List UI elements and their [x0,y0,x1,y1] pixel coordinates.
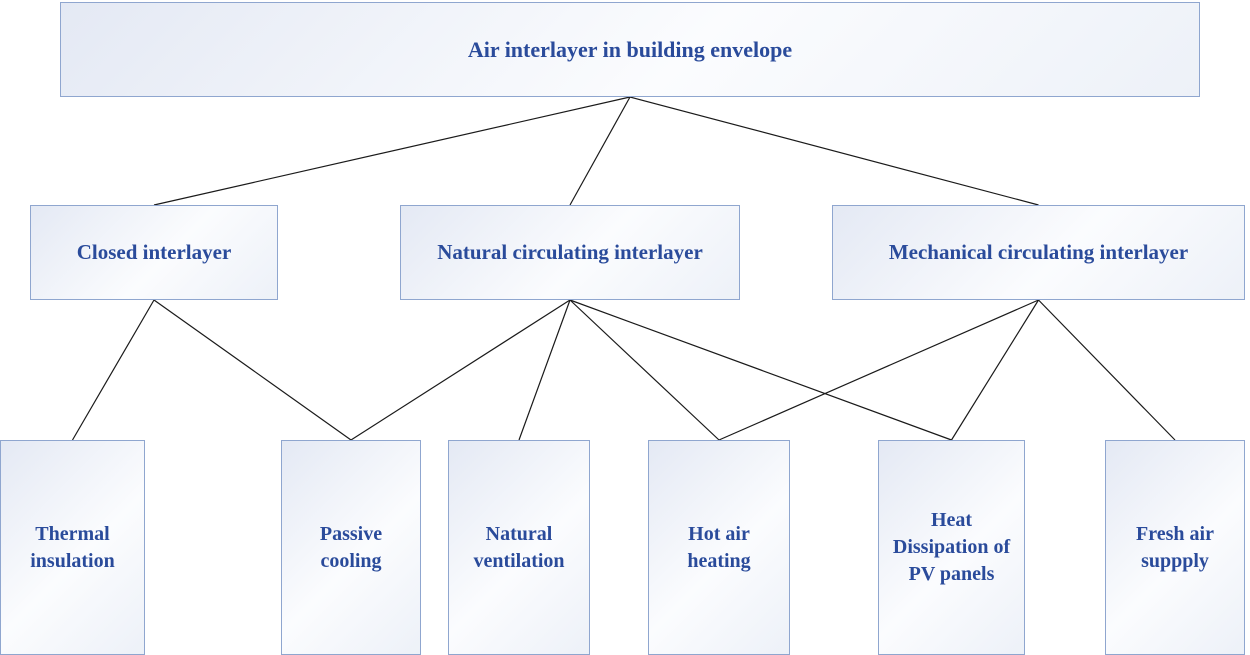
node-passive-cooling: Passive cooling [281,440,421,655]
node-label: Thermal insulation [30,522,115,572]
node-mechanical-circulating-interlayer: Mechanical circulating interlayer [832,205,1245,300]
node-label: Air interlayer in building envelope [467,36,793,62]
node-label: Closed interlayer [76,240,232,265]
node-air-interlayer-root: Air interlayer in building envelope [60,2,1200,97]
node-hot-air-heating: Hot air heating [648,440,790,655]
node-thermal-insulation: Thermal insulation [0,440,145,655]
node-label: Fresh air suppply [1136,522,1214,572]
node-label: Hot air heating [687,522,751,572]
node-natural-circulating-interlayer: Natural circulating interlayer [400,205,740,300]
node-natural-ventilation: Natural ventilation [448,440,590,655]
node-fresh-air-supply: Fresh air suppply [1105,440,1245,655]
node-closed-interlayer: Closed interlayer [30,205,278,300]
node-label: Natural circulating interlayer [437,240,703,265]
node-label: Heat Dissipation of PV panels [892,509,1011,585]
node-label: Natural ventilation [473,522,565,572]
node-label: Passive cooling [319,522,383,572]
node-label: Mechanical circulating interlayer [888,240,1189,265]
node-heat-dissipation-pv-panels: Heat Dissipation of PV panels [878,440,1025,655]
